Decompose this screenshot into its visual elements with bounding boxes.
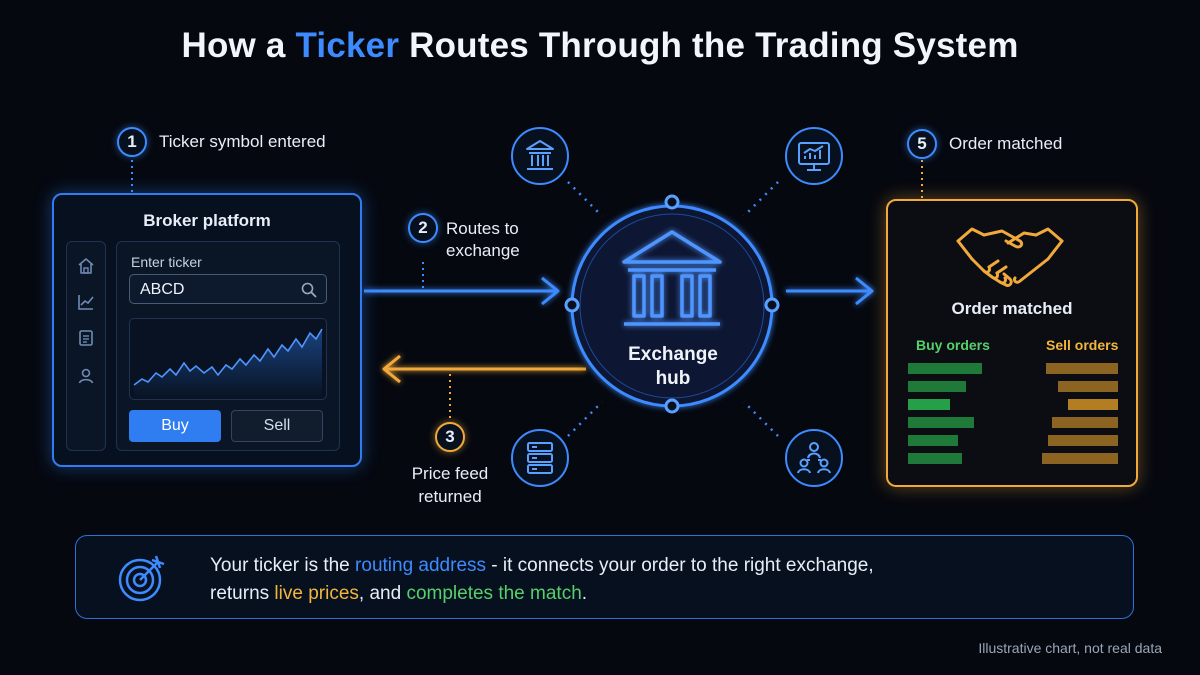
exchange-hub-label: Exchange hub bbox=[600, 343, 746, 391]
exchange-bank-icon bbox=[622, 230, 722, 326]
handshake-icon bbox=[956, 227, 1064, 287]
callout-completes-match: completes the match bbox=[406, 583, 582, 604]
ticker-input[interactable]: ABCD bbox=[129, 274, 327, 304]
ticker-label: Enter ticker bbox=[131, 254, 202, 270]
buy-order-bar bbox=[908, 435, 958, 446]
order-matched-title: Order matched bbox=[951, 299, 1073, 318]
buy-order-bar bbox=[908, 363, 982, 374]
step-2-label-line1: Routes to bbox=[446, 219, 519, 238]
broker-platform-panel: Broker platform Enter ticker ABCD bbox=[52, 193, 362, 467]
step-2-badge: 2 bbox=[408, 213, 438, 243]
step-3-label-line2: returned bbox=[418, 487, 482, 506]
buy-order-bar bbox=[908, 417, 974, 428]
sell-order-bar bbox=[1058, 381, 1118, 392]
sell-order-bar bbox=[1048, 435, 1118, 446]
price-sparkline bbox=[129, 318, 327, 400]
sell-order-bar bbox=[1052, 417, 1118, 428]
page-title: How a Ticker Routes Through the Trading … bbox=[0, 26, 1200, 66]
search-icon[interactable] bbox=[300, 281, 318, 299]
buy-order-bar bbox=[908, 381, 966, 392]
callout-routing-address: routing address bbox=[355, 555, 487, 576]
ticker-input-value: ABCD bbox=[140, 281, 185, 298]
buy-order-bar bbox=[908, 453, 962, 464]
summary-callout: Your ticker is the routing address - it … bbox=[75, 535, 1134, 619]
price-feed-arrow bbox=[382, 354, 586, 384]
ticker-panel: Enter ticker ABCD Buy Sell bbox=[116, 241, 340, 451]
route-arrow bbox=[364, 276, 560, 306]
hub-spokes bbox=[567, 181, 779, 437]
callout-live-prices: live prices bbox=[274, 583, 359, 604]
callout-text: Your ticker is the routing address - it … bbox=[210, 552, 874, 608]
callout-line2-b: , and bbox=[358, 583, 407, 604]
step-2-label-line2: exchange bbox=[446, 241, 520, 260]
side-nav bbox=[66, 241, 106, 451]
hub-label-line1: Exchange bbox=[628, 344, 718, 365]
bank-icon bbox=[511, 127, 569, 185]
step-3-label-line1: Price feed bbox=[411, 464, 489, 483]
step-3-label: Price feed returned bbox=[400, 462, 500, 508]
callout-line-2: returns live prices, and completes the m… bbox=[210, 580, 874, 608]
step-3-badge: 3 bbox=[435, 422, 465, 452]
title-suffix: Routes Through the Trading System bbox=[399, 26, 1019, 65]
server-icon bbox=[511, 429, 569, 487]
title-accent: Ticker bbox=[295, 26, 400, 65]
broker-title: Broker platform bbox=[143, 211, 271, 230]
callout-line-1: Your ticker is the routing address - it … bbox=[210, 552, 874, 580]
hub-label-line2: hub bbox=[655, 368, 691, 389]
step-1-badge: 1 bbox=[117, 127, 147, 157]
callout-line1-a: Your ticker is the bbox=[210, 555, 356, 576]
sell-order-bar bbox=[1046, 363, 1118, 374]
buy-orders-header: Buy orders bbox=[916, 337, 990, 353]
monitor-chart-icon bbox=[785, 127, 843, 185]
home-icon[interactable] bbox=[76, 256, 96, 276]
step-5-label: Order matched bbox=[949, 134, 1063, 153]
sell-orders-header: Sell orders bbox=[1046, 337, 1119, 353]
step-5-badge: 5 bbox=[907, 129, 937, 159]
disclaimer: Illustrative chart, not real data bbox=[978, 640, 1162, 656]
callout-line2-c: . bbox=[581, 583, 588, 604]
title-prefix: How a bbox=[181, 26, 296, 65]
chart-icon[interactable] bbox=[76, 292, 96, 312]
hub-ring-nodes bbox=[564, 194, 780, 414]
network-users-icon bbox=[785, 429, 843, 487]
callout-line1-b: - it connects your order to the right ex… bbox=[486, 555, 874, 576]
document-icon[interactable] bbox=[76, 328, 96, 348]
step-1-label: Ticker symbol entered bbox=[159, 132, 326, 151]
step-2-label: Routes to exchange bbox=[446, 218, 520, 262]
buy-button[interactable]: Buy bbox=[129, 410, 221, 442]
order-matched-panel: Order matched Buy orders Sell orders bbox=[886, 199, 1138, 487]
target-icon bbox=[118, 555, 165, 602]
user-icon[interactable] bbox=[76, 366, 96, 386]
match-arrow bbox=[786, 276, 874, 306]
buy-order-bar bbox=[908, 399, 950, 410]
callout-line2-a: returns bbox=[210, 583, 275, 604]
sell-order-bar bbox=[1042, 453, 1118, 464]
sell-order-bar bbox=[1068, 399, 1118, 410]
sell-button[interactable]: Sell bbox=[231, 410, 323, 442]
